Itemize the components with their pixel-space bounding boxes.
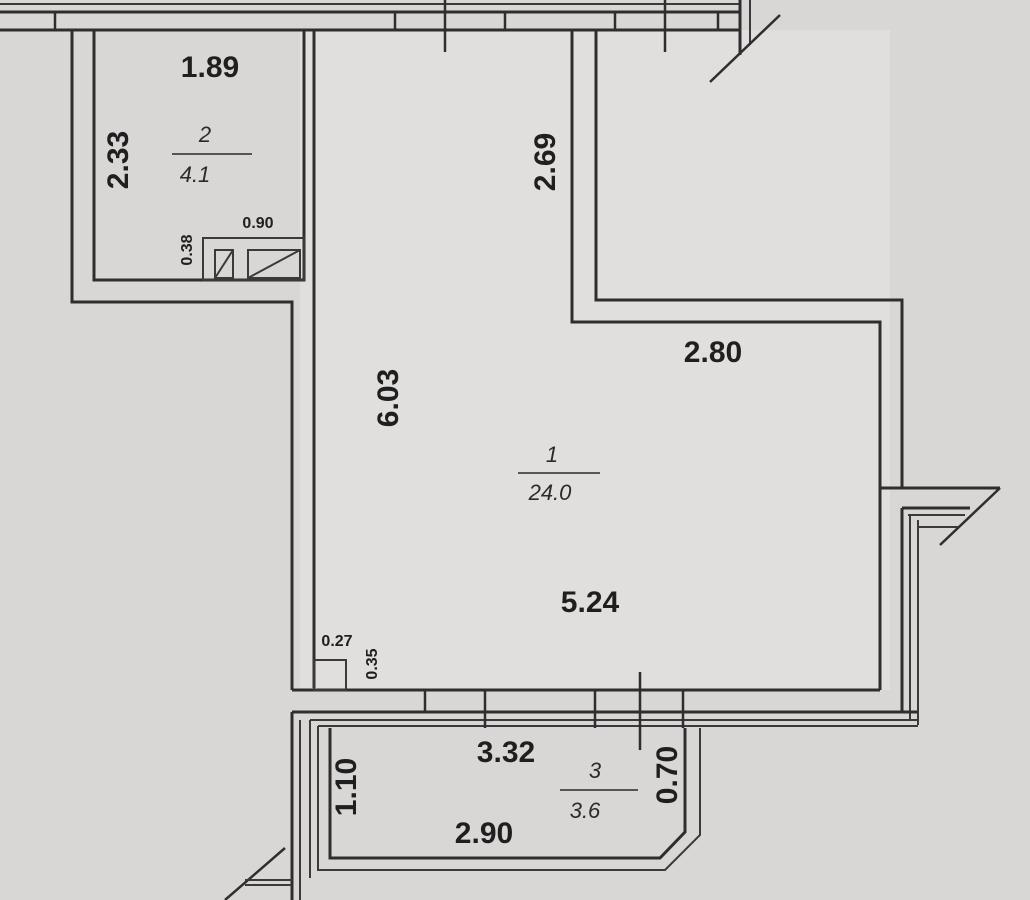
room-area: 4.1 xyxy=(180,162,211,187)
dim-shaft-width: 0.90 xyxy=(242,215,273,232)
wall-niche xyxy=(313,659,347,691)
room-label-3: 3 3.6 xyxy=(560,758,638,823)
room-number: 1 xyxy=(546,442,558,467)
dim-shaft-height: 0.38 xyxy=(179,234,196,265)
main-room-walls xyxy=(313,30,1001,725)
dim-balcony-right-height: 0.70 xyxy=(651,746,684,804)
dim-corridor-height: 2.69 xyxy=(529,133,562,191)
dim-main-right-width: 2.80 xyxy=(684,336,742,369)
dim-niche-width: 0.27 xyxy=(321,633,352,650)
room-area: 24.0 xyxy=(528,480,573,505)
dim-bath-height: 2.33 xyxy=(102,131,135,189)
balcony-walls xyxy=(224,672,918,900)
room-area: 3.6 xyxy=(570,798,601,823)
room-number: 2 xyxy=(198,122,211,147)
ventilation-shaft xyxy=(202,237,305,281)
room-label-2: 2 4.1 xyxy=(172,122,252,187)
dim-balcony-bottom-width: 2.90 xyxy=(455,817,513,850)
dim-bath-width: 1.89 xyxy=(181,51,239,84)
dim-balcony-left-height: 1.10 xyxy=(330,758,363,816)
dim-main-height: 6.03 xyxy=(372,369,405,427)
bathroom-walls xyxy=(70,30,880,692)
dim-balcony-top-width: 3.32 xyxy=(477,736,535,769)
dim-main-bottom-width: 5.24 xyxy=(561,586,620,619)
dim-niche-height: 0.35 xyxy=(364,648,381,679)
top-wall xyxy=(0,0,781,83)
room-number: 3 xyxy=(589,758,602,783)
room-label-1: 1 24.0 xyxy=(518,442,600,505)
